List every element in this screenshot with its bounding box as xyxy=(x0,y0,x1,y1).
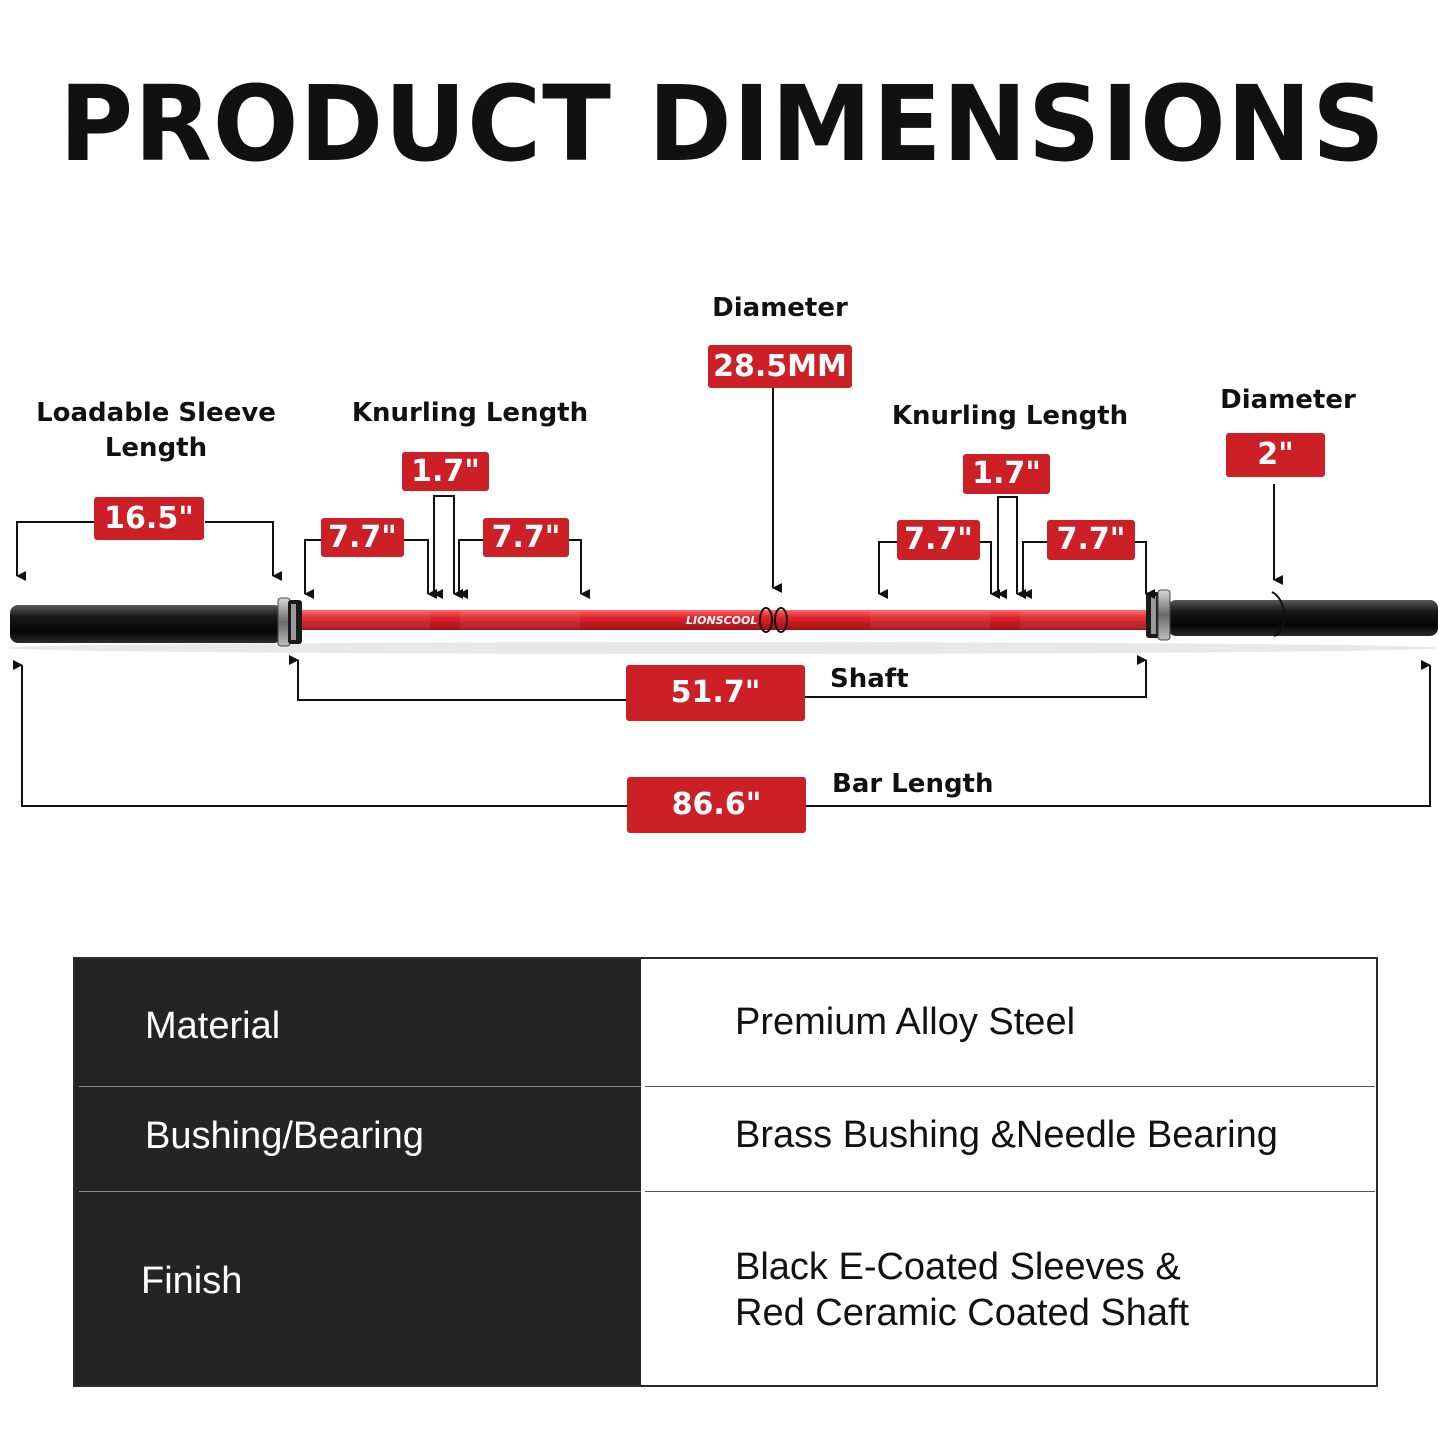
shaft-label: Shaft xyxy=(830,664,909,694)
spec-divider xyxy=(645,1086,1375,1087)
sleeve-length-label-line2: Length xyxy=(104,433,208,463)
shaft-diameter-marker xyxy=(759,607,788,633)
spec-value-finish-line1: Black E-Coated Sleeves & xyxy=(735,1246,1181,1288)
page-title: PRODUCT DIMENSIONS xyxy=(59,63,1386,185)
right-knurl-brackets xyxy=(878,496,1155,599)
sleeve-length-label: Loadable Sleeve Length xyxy=(30,396,282,466)
shaft-length-bracket xyxy=(289,655,1147,701)
shaft xyxy=(300,610,1148,630)
spec-value-material: Premium Alloy Steel xyxy=(735,1001,1076,1043)
sleeve-length-value: 16.5" xyxy=(94,497,204,540)
left-knurl-b-value: 7.7" xyxy=(483,518,569,557)
left-knurl-a-value: 7.7" xyxy=(321,518,404,557)
sleeve-diameter-label: Diameter xyxy=(1220,385,1356,415)
barbell-diagram: LIONSCOOL xyxy=(7,388,1438,807)
left-knurl-brackets xyxy=(304,495,590,599)
spec-key-finish: Finish xyxy=(141,1260,243,1302)
spec-divider xyxy=(79,1086,641,1087)
bar-shadow xyxy=(7,642,1437,654)
right-sleeve xyxy=(1168,600,1438,636)
sleeve-length-label-line1: Loadable Sleeve xyxy=(36,398,276,428)
spec-value-bushing: Brass Bushing &Needle Bearing xyxy=(735,1114,1278,1156)
shaft-length-value: 51.7" xyxy=(626,665,805,721)
spec-divider xyxy=(645,1191,1375,1192)
spec-table: Material Premium Alloy Steel Bushing/Bea… xyxy=(73,957,1378,1387)
spec-value-finish: Black E-Coated Sleeves & Red Ceramic Coa… xyxy=(735,1244,1189,1336)
sleeve-length-bracket xyxy=(16,521,282,581)
spec-table-key-column xyxy=(75,959,641,1385)
right-knurl-gap-value: 1.7" xyxy=(963,454,1050,494)
right-collar xyxy=(1146,589,1171,641)
shaft-diameter-label: Diameter xyxy=(712,293,848,323)
knurling-texture xyxy=(300,611,1148,629)
left-collar xyxy=(277,597,302,647)
knurling-length-left-label: Knurling Length xyxy=(351,398,589,428)
right-knurl-a-value: 7.7" xyxy=(897,520,980,560)
spec-value-finish-line2: Red Ceramic Coated Shaft xyxy=(735,1292,1190,1334)
knurling-length-right-label: Knurling Length xyxy=(891,401,1129,431)
sleeve-diameter-marker xyxy=(1271,591,1286,637)
left-sleeve xyxy=(10,605,282,643)
bar-length-bracket xyxy=(13,660,1431,807)
brand-logo: LIONSCOOL xyxy=(686,614,757,627)
spec-divider xyxy=(79,1191,641,1192)
sleeve-diameter-value: 2" xyxy=(1226,433,1325,477)
spec-key-bushing: Bushing/Bearing xyxy=(145,1115,424,1157)
right-knurl-b-value: 7.7" xyxy=(1047,520,1135,560)
left-knurl-gap-value: 1.7" xyxy=(402,452,489,491)
shaft-diameter-value: 28.5MM xyxy=(708,345,852,388)
bar-length-label: Bar Length xyxy=(832,769,994,799)
bar-length-value: 86.6" xyxy=(627,777,806,833)
spec-key-material: Material xyxy=(145,1005,281,1047)
